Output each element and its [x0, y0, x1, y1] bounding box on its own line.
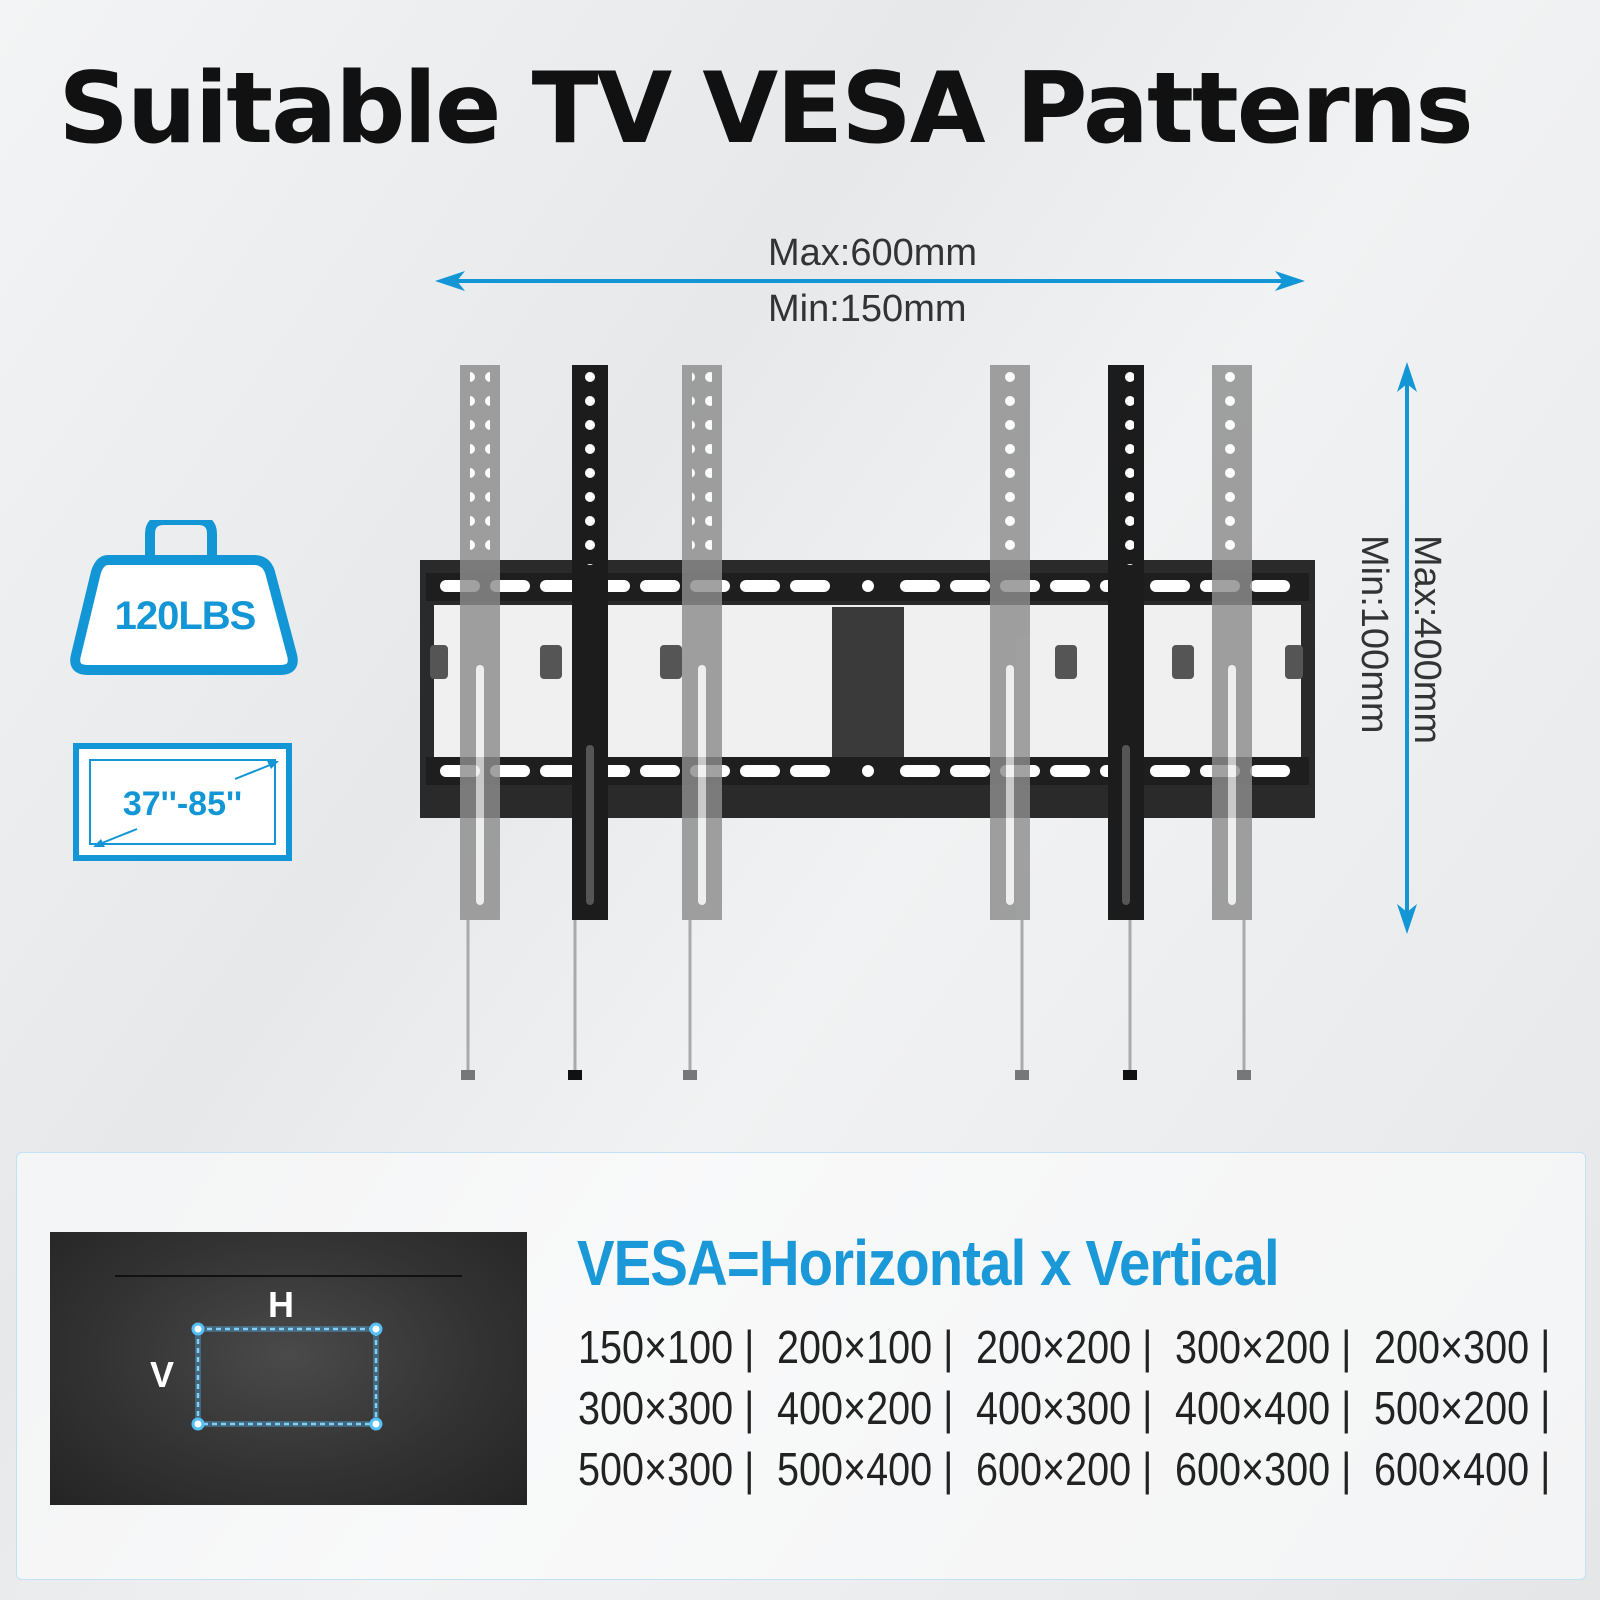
dark-arms [572, 365, 1144, 920]
vesa-row: 500×300 | 500×400 | 600×200 | 600×300 | 600×… [578, 1442, 1568, 1503]
screen-size-label: 37''-85'' [122, 785, 243, 823]
vesa-pattern: 600×400 | [1374, 1443, 1551, 1495]
vesa-pattern: 400×400 | [1175, 1382, 1352, 1434]
vesa-pattern: 200×300 | [1374, 1321, 1551, 1373]
weight-icon [70, 515, 298, 675]
vesa-pattern: 500×300 | [578, 1443, 755, 1495]
screen-size-badge: 37''-85'' [73, 743, 292, 861]
wall-plate [420, 560, 1315, 818]
wall-mount-bracket [420, 365, 1315, 1080]
vesa-pattern: 200×100 | [777, 1321, 954, 1373]
vesa-row: 300×300 | 400×200 | 400×300 | 400×400 | 500×… [578, 1381, 1568, 1442]
page-title: Suitable TV VESA Patterns [58, 52, 1473, 166]
vesa-formula: VESA=Horizontal x Vertical [577, 1227, 1280, 1299]
horizontal-arrow [435, 271, 1305, 291]
tv-back-diagram: H V [50, 1232, 527, 1505]
vesa-pattern: 500×200 | [1374, 1382, 1551, 1434]
vertical-max-label: Max:400mm [1406, 535, 1448, 745]
vesa-pattern: 400×300 | [976, 1382, 1153, 1434]
weight-label: 120LBS [114, 594, 257, 638]
horizontal-min-label: Min:150mm [768, 288, 967, 330]
vesa-pattern: 400×200 | [777, 1382, 954, 1434]
vesa-pattern: 600×200 | [976, 1443, 1153, 1495]
vesa-pattern-list: 150×100 | 200×100 | 200×200 | 300×200 | 200×… [578, 1320, 1568, 1503]
ghost-arms [460, 365, 1252, 920]
vesa-pattern: 500×400 | [777, 1443, 954, 1495]
vesa-pattern: 600×300 | [1175, 1443, 1352, 1495]
vesa-pattern: 300×200 | [1175, 1321, 1352, 1373]
vertical-arrow [1397, 362, 1417, 934]
horizontal-max-label: Max:600mm [768, 232, 978, 274]
vesa-pattern: 300×300 | [578, 1382, 755, 1434]
vesa-pattern: 200×200 | [976, 1321, 1153, 1373]
weight-capacity-badge: 120LBS [70, 515, 300, 680]
vesa-row: 150×100 | 200×100 | 200×200 | 300×200 | 200×… [578, 1320, 1568, 1381]
vesa-pattern: 150×100 | [578, 1321, 755, 1373]
v-label: V [150, 1354, 175, 1395]
diagonal-arrow-icon [93, 761, 279, 847]
vertical-min-label: Min:100mm [1353, 535, 1395, 734]
safety-legs [466, 920, 1246, 1070]
h-label: H [268, 1284, 294, 1325]
